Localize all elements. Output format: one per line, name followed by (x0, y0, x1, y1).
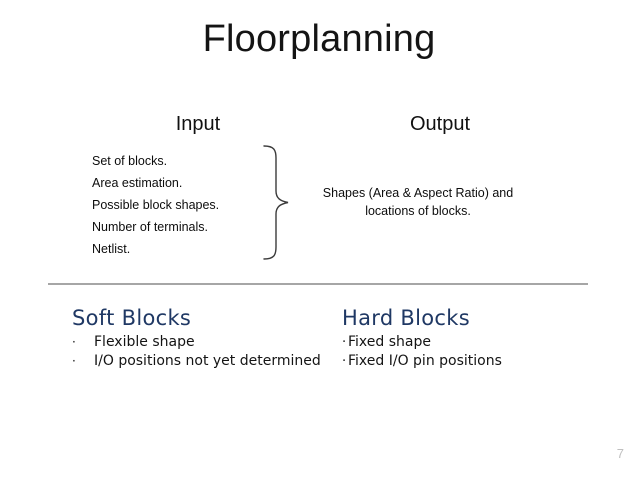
input-items-list: Set of blocks. Area estimation. Possible… (92, 150, 282, 260)
list-item-label: Fixed shape (348, 334, 431, 350)
output-description-line-1: Shapes (Area & Aspect Ratio) and (322, 186, 514, 200)
list-item: · Fixed I/O pin positions (342, 352, 612, 371)
list-item: Number of terminals. (92, 220, 209, 234)
list-item: Set of blocks. (92, 154, 168, 168)
soft-blocks-list: · Flexible shape · I/O positions not yet… (72, 333, 342, 371)
list-item-label: Fixed I/O pin positions (348, 353, 502, 369)
output-column-header: Output (409, 113, 471, 135)
list-item: · Flexible shape (72, 333, 342, 352)
bullet-icon: · (342, 354, 347, 369)
list-item: · Fixed shape (342, 333, 612, 352)
input-column-header: Input (175, 113, 221, 135)
list-item: Netlist. (92, 242, 131, 256)
soft-blocks-section: Soft Blocks · Flexible shape · I/O posit… (72, 305, 342, 371)
page-number: 7 (616, 446, 624, 461)
page-title: Floorplanning (202, 18, 436, 60)
output-description-line-2: locations of blocks. (365, 204, 471, 218)
soft-blocks-heading: Soft Blocks (72, 306, 192, 330)
hard-blocks-list: · Fixed shape · Fixed I/O pin positions (342, 333, 612, 371)
list-item: · I/O positions not yet determined (72, 352, 342, 371)
hard-blocks-heading: Hard Blocks (342, 306, 470, 330)
bullet-icon: · (342, 335, 347, 350)
curly-brace-right-icon (258, 143, 298, 263)
list-item: Possible block shapes. (92, 198, 220, 212)
section-divider (48, 283, 588, 285)
list-item-label: Flexible shape (94, 334, 195, 350)
hard-blocks-section: Hard Blocks · Fixed shape · Fixed I/O pi… (342, 305, 612, 371)
bullet-icon: · (72, 354, 76, 368)
output-description: Shapes (Area & Aspect Ratio) and locatio… (312, 184, 524, 220)
list-item: Area estimation. (92, 176, 183, 190)
list-item-label: I/O positions not yet determined (94, 353, 321, 369)
bullet-icon: · (72, 335, 76, 349)
